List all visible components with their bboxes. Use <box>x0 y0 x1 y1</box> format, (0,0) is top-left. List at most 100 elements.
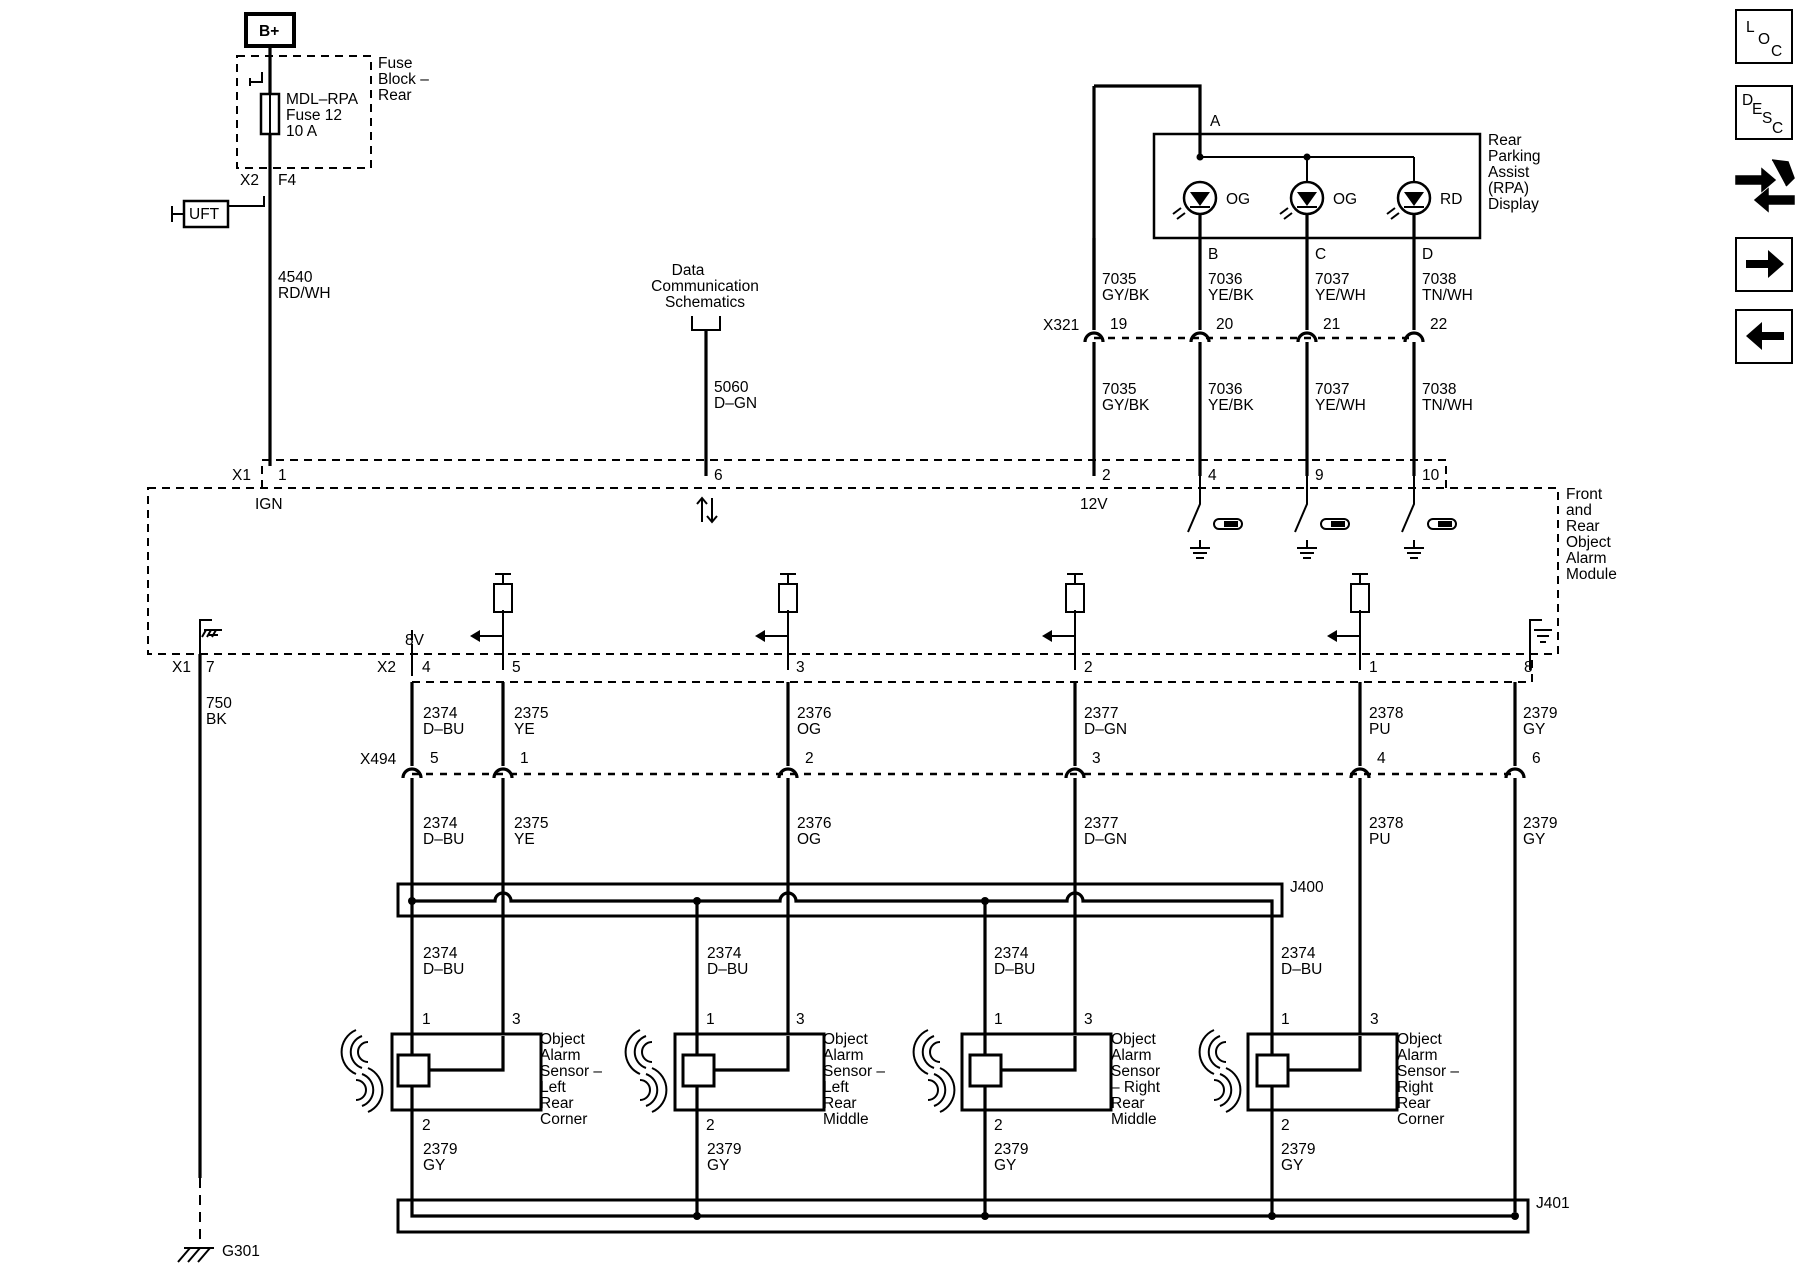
display-pin-a: A <box>1210 113 1221 130</box>
column-2379: 2379 GY 6 2379 GY <box>1504 682 1557 1212</box>
svg-text:Object: Object <box>540 1031 585 1048</box>
svg-text:Object: Object <box>1566 534 1611 551</box>
svg-text:2375: 2375 <box>514 705 548 722</box>
svg-text:2: 2 <box>706 1117 715 1134</box>
svg-text:D–GN: D–GN <box>1084 721 1127 738</box>
svg-text:7035: 7035 <box>1102 381 1136 398</box>
svg-text:Object: Object <box>823 1031 868 1048</box>
svg-text:Right: Right <box>1397 1079 1434 1096</box>
led-driver-switches <box>1187 476 1457 559</box>
svg-text:YE: YE <box>514 721 535 738</box>
wire-5060-label: 5060 D–GN <box>714 379 757 412</box>
svg-text:D–BU: D–BU <box>423 831 464 848</box>
sensor-name: Object Alarm Sensor – Left Rear Middle <box>823 1031 885 1128</box>
loc-letter-c: C <box>1771 43 1782 60</box>
sensor-right-rear-middle: 2374 D–BU 1 3 2 2379 GY Object Alarm Sen… <box>912 945 1161 1174</box>
splice-j400: J400 <box>396 879 1324 1026</box>
svg-text:2379: 2379 <box>707 1141 741 1158</box>
sensor-drivers <box>411 573 1370 670</box>
fuse-x2-label: X2 <box>240 172 259 189</box>
svg-text:D–BU: D–BU <box>1281 961 1322 978</box>
x2-connector-outline <box>411 654 1533 683</box>
x1-pin-10: 10 <box>1422 467 1440 484</box>
svg-text:5: 5 <box>430 750 439 767</box>
object-alarm-module: Front and Rear Object Alarm Module X1 1 … <box>147 459 1617 683</box>
sensor-name: Object Alarm Sensor – Right Rear Middle <box>1111 1031 1161 1128</box>
ground-g301: 750 BK G301 <box>177 654 260 1263</box>
next-page-button[interactable] <box>1735 237 1793 292</box>
svg-text:Middle: Middle <box>823 1111 869 1128</box>
svg-text:2374: 2374 <box>994 945 1029 962</box>
svg-text:22: 22 <box>1430 316 1447 333</box>
display-box <box>1152 132 1482 240</box>
svg-text:1: 1 <box>706 1011 715 1028</box>
svg-text:Front: Front <box>1566 486 1603 503</box>
nav-buttons: L O C D E S C <box>1735 9 1795 364</box>
desc-letter-e: E <box>1752 101 1762 118</box>
sensor-name: Object Alarm Sensor – Right Rear Corner <box>1397 1031 1459 1128</box>
x1-ground-label: X1 <box>172 659 191 676</box>
x321-column-19: 19 7035 GY/BK 7035 GY/BK <box>1083 238 1150 476</box>
bidirectional-data-arrow-icon <box>696 496 718 524</box>
svg-text:Display: Display <box>1488 196 1539 213</box>
splice-j401: J401 <box>396 1110 1570 1234</box>
location-button[interactable]: L O C <box>1735 9 1793 64</box>
svg-text:7036: 7036 <box>1208 271 1242 288</box>
svg-text:Fuse: Fuse <box>378 55 412 72</box>
svg-text:Alarm: Alarm <box>1397 1047 1437 1064</box>
svg-text:– Right: – Right <box>1111 1079 1161 1096</box>
x321-column-22: 22 7038 TN/WH 7038 TN/WH <box>1403 238 1473 476</box>
svg-text:2: 2 <box>805 750 814 767</box>
desc-letter-d: D <box>1742 92 1753 109</box>
svg-text:7038: 7038 <box>1422 271 1456 288</box>
svg-text:7038: 7038 <box>1422 381 1456 398</box>
svg-text:1: 1 <box>520 750 529 767</box>
x494-connector: X494 2374 D–BU 5 2374 D–BU 2375 YE 1 237… <box>360 682 1557 1212</box>
svg-text:2378: 2378 <box>1369 815 1403 832</box>
svg-text:MDL–RPA: MDL–RPA <box>286 91 359 108</box>
svg-text:GY: GY <box>1523 721 1545 738</box>
svg-text:YE/WH: YE/WH <box>1315 287 1366 304</box>
previous-page-button[interactable] <box>1735 309 1793 364</box>
svg-text:Rear: Rear <box>1566 518 1600 535</box>
svg-text:GY/BK: GY/BK <box>1102 397 1150 414</box>
svg-text:2376: 2376 <box>797 815 831 832</box>
led-d-pin: D <box>1422 246 1433 263</box>
fuse-block-label: Fuse Block – Rear <box>378 55 429 104</box>
svg-text:OG: OG <box>797 721 821 738</box>
ultrasonic-transmit-icon <box>927 1067 956 1113</box>
x1-pin-7: 7 <box>206 659 215 676</box>
svg-text:Corner: Corner <box>540 1111 587 1128</box>
svg-text:OG: OG <box>797 831 821 848</box>
svg-text:Object: Object <box>1397 1031 1442 1048</box>
8v-label: 8V <box>405 632 425 649</box>
fuse-label: MDL–RPA Fuse 12 10 A <box>286 91 359 140</box>
sensor-left-rear-corner: 2374 D–BU 1 3 2 2379 GY Object Alarm Sen… <box>340 945 602 1174</box>
svg-text:RD/WH: RD/WH <box>278 285 331 302</box>
svg-text:2379: 2379 <box>1281 1141 1315 1158</box>
svg-text:Sensor –: Sensor – <box>1397 1063 1459 1080</box>
svg-text:(RPA): (RPA) <box>1488 180 1529 197</box>
x1-pin-6: 6 <box>714 467 723 484</box>
svg-text:20: 20 <box>1216 316 1234 333</box>
12v-label: 12V <box>1080 496 1108 513</box>
svg-text:D–GN: D–GN <box>1084 831 1127 848</box>
svg-text:Sensor: Sensor <box>1111 1063 1160 1080</box>
svg-text:TN/WH: TN/WH <box>1422 287 1473 304</box>
svg-text:Rear: Rear <box>1488 132 1522 149</box>
x2-pin-2: 2 <box>1084 659 1093 676</box>
x494-label: X494 <box>360 751 397 768</box>
svg-text:2375: 2375 <box>514 815 548 832</box>
ultrasonic-transmit-icon <box>1213 1067 1242 1113</box>
svg-text:2377: 2377 <box>1084 705 1118 722</box>
description-button[interactable]: D E S C <box>1735 85 1793 140</box>
svg-text:GY: GY <box>423 1157 445 1174</box>
svg-text:2: 2 <box>994 1117 1003 1134</box>
svg-text:and: and <box>1566 502 1592 519</box>
bplus-label: B+ <box>259 23 279 40</box>
data-comm-title-1: Data <box>672 262 705 279</box>
connector-view-button[interactable] <box>1735 159 1795 213</box>
svg-text:7036: 7036 <box>1208 381 1242 398</box>
ultrasonic-receive-icon <box>1198 1029 1227 1075</box>
svg-text:YE/WH: YE/WH <box>1315 397 1366 414</box>
